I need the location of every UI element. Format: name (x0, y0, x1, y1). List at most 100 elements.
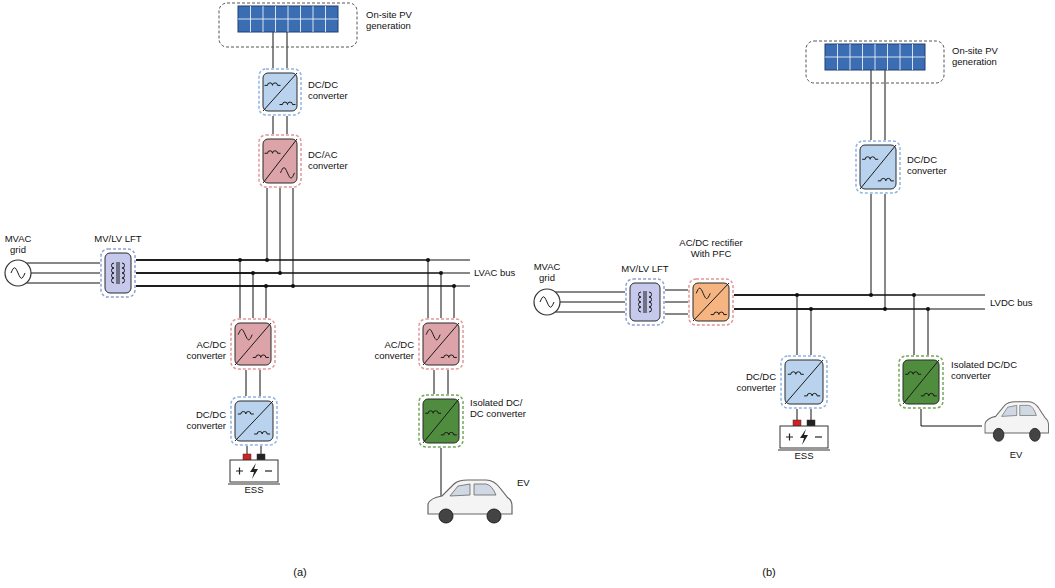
inductor-symbol (441, 355, 457, 358)
node-shape (805, 40, 945, 84)
diagonal (263, 73, 297, 111)
dashed-outline (231, 397, 277, 445)
converter-box: AC/DC converter (418, 318, 464, 370)
label-holder: MVAC grid (530, 262, 564, 284)
node-label: DC/DC converter (174, 410, 226, 432)
inductor-symbol (265, 83, 281, 86)
node-label: Isolated DC/DC converter (951, 360, 1021, 382)
bus-label: LVAC bus (474, 267, 534, 278)
node-shape (4, 259, 32, 287)
node-label: DC/DC converter (308, 80, 360, 102)
power-line (434, 370, 448, 394)
coil (649, 292, 652, 312)
node-shape (418, 394, 464, 448)
plus-sign (786, 434, 793, 441)
node-label: AC/DC converter (174, 340, 226, 362)
node-shape (780, 355, 828, 409)
wire (136, 273, 441, 318)
label-holder: DC/DC converter (724, 372, 776, 394)
battery-symbol: ESS (776, 420, 832, 466)
label-holder: MVAC grid (1, 234, 35, 256)
node-label: DC/AC converter (308, 150, 360, 172)
wire (247, 446, 248, 454)
label-holder: DC/DC converter (308, 80, 360, 102)
power-line (441, 448, 442, 496)
dashed-outline (259, 69, 301, 115)
wire (31, 273, 100, 274)
power-line (555, 292, 625, 312)
wire (260, 370, 261, 396)
node-label: MV/LV LFT (615, 264, 675, 275)
power-line (734, 194, 887, 311)
converter-box: DC/AC converter (258, 134, 302, 188)
converter-box: DC/DC converter (230, 396, 278, 446)
diagonal (903, 360, 939, 404)
wire (26, 263, 100, 264)
cell-line (238, 19, 338, 20)
battery-symbol: ESS (226, 454, 282, 500)
wire (734, 295, 797, 355)
wheel (487, 509, 501, 523)
wire (665, 314, 688, 315)
diagonal (423, 399, 459, 443)
inductor-symbol (253, 355, 269, 358)
inductor-symbol (905, 372, 921, 375)
inductor-symbol (279, 102, 295, 105)
diagonal (423, 323, 459, 365)
wire (287, 32, 288, 68)
wire (885, 70, 886, 140)
wire (136, 260, 240, 318)
wire (921, 409, 982, 426)
inductor-symbol (711, 312, 727, 315)
diagonal (235, 401, 273, 441)
solar-panel (825, 44, 925, 70)
inductor-symbol (878, 178, 894, 181)
converter-box: AC/DC converter (230, 318, 276, 370)
node-shape (424, 476, 514, 526)
wheel (1030, 428, 1041, 441)
sine-symbol (280, 168, 294, 179)
wire (136, 286, 266, 318)
negative-terminal (807, 420, 815, 426)
wire (555, 292, 625, 293)
dashed-outline (219, 3, 357, 47)
node-label: MVAC grid (1, 234, 35, 256)
diagonal (785, 360, 823, 404)
node-label: EV (982, 450, 1050, 461)
converter-body (263, 73, 297, 111)
power-line (921, 409, 982, 426)
power-line (665, 290, 688, 314)
node-label: EV (517, 478, 541, 489)
junction-dot (426, 258, 430, 262)
panel-caption: (a) (286, 566, 314, 578)
wire (136, 188, 267, 260)
label-holder: DC/DC converter (907, 155, 959, 177)
core (117, 262, 118, 284)
coil (639, 292, 642, 312)
dashed-outline (689, 279, 733, 325)
dashed-outline (781, 356, 827, 408)
label-holder: On-site PV generation (952, 46, 1014, 68)
wire (871, 70, 872, 140)
node-shape (533, 288, 561, 316)
label-holder: ESS (226, 485, 282, 496)
label-holder: DC/DC converter (174, 410, 226, 432)
converter-body (903, 360, 939, 404)
wire (665, 302, 688, 303)
power-line (734, 293, 813, 355)
inductor-symbol (788, 372, 804, 375)
node-shape (688, 278, 734, 326)
car-window (450, 484, 496, 496)
converter-box: DC/DC converter (258, 68, 302, 116)
transformer-box: MV/LV LFT (625, 278, 665, 326)
node-shape (625, 278, 665, 326)
coil (122, 263, 125, 283)
label-holder: EV (982, 450, 1050, 461)
node-label: MV/LV LFT (88, 234, 148, 245)
converter-box: AC/DC rectifier With PFC (688, 278, 734, 326)
node-shape (230, 318, 276, 370)
battery-body (780, 426, 828, 448)
wire (136, 286, 454, 318)
